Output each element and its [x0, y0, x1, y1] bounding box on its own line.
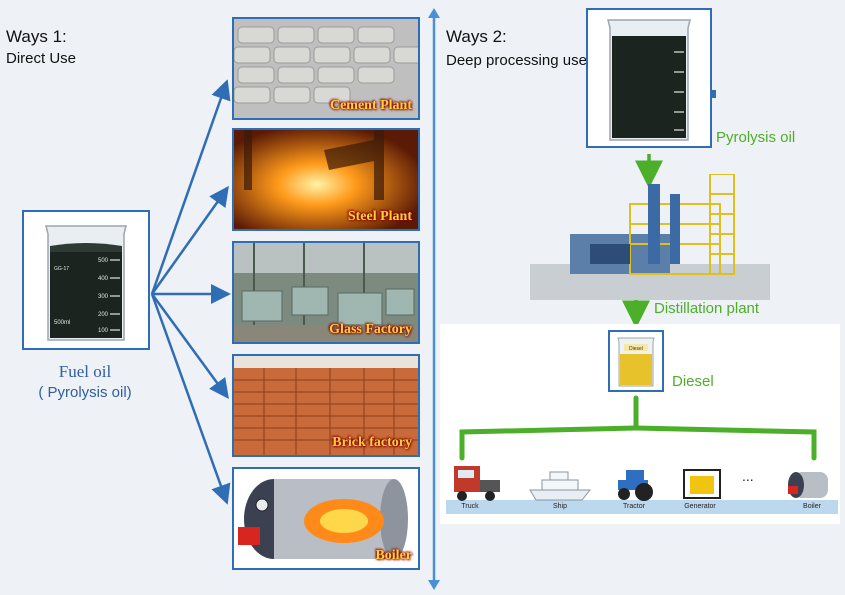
pyrolysis-marker [712, 90, 716, 98]
ways2-title: Ways 2: [446, 27, 507, 46]
brick-factory-label: Brick factory [332, 435, 412, 450]
truck-icon [454, 466, 500, 501]
steel-plant-box: Steel Plant [232, 128, 420, 231]
distillation-plant-label: Distillation plant [654, 300, 760, 317]
diesel-tag: Diesel [629, 346, 643, 352]
molten-steel-icon [234, 130, 418, 229]
fuel-oil-label: Fuel oil [58, 362, 112, 381]
cement-plant-label: Cement Plant [329, 98, 412, 113]
pyrolysis-beaker-box [586, 8, 712, 148]
arrow-to-steel [150, 185, 229, 295]
tick-100: 100 [98, 328, 109, 334]
boiler-small-icon [788, 472, 828, 498]
ways1-title: Ways 1: [6, 27, 67, 46]
brick-stack-icon [234, 356, 418, 455]
fuel-oil-sublabel: ( Pyrolysis oil) [38, 384, 132, 401]
arrow-to-brick [150, 293, 229, 400]
industrial-boiler-icon [234, 469, 418, 568]
ways2-subtitle: Deep processing use [446, 52, 587, 69]
generator-icon [683, 469, 721, 499]
tick-200: 200 [98, 312, 109, 318]
tick-300: 300 [98, 294, 109, 300]
tractor-icon [618, 470, 653, 501]
beaker-code: GG-17 [54, 266, 69, 272]
cement-plant-box: Cement Plant [232, 17, 420, 120]
glass-factory-box: Glass Factory [232, 241, 420, 344]
diesel-beaker-icon: Diesel [610, 332, 662, 390]
tick-400: 400 [98, 276, 109, 282]
diesel-beaker-box: Diesel [608, 330, 664, 392]
vehicle-strip [446, 500, 838, 514]
glass-factory-icon [234, 243, 418, 342]
tick-500: 500 [98, 258, 109, 264]
vehicle-label-tractor: Tractor [623, 503, 645, 510]
beaker-volume: 500ml [54, 320, 70, 326]
brick-factory-box: Brick factory [232, 354, 420, 457]
beaker-icon: 500 400 300 200 100 GG-17 500ml [24, 212, 148, 348]
divider-arrow-top [428, 8, 440, 18]
divider-arrow-bottom [428, 580, 440, 590]
cement-bags-icon [234, 19, 418, 118]
arrow-to-boiler [150, 293, 231, 505]
glass-factory-label: Glass Factory [329, 322, 412, 337]
vehicle-label-boiler: Boiler [803, 503, 821, 510]
pyrolysis-oil-label: Pyrolysis oil [716, 129, 796, 146]
diesel-label: Diesel [672, 373, 714, 390]
steel-plant-label: Steel Plant [347, 209, 412, 224]
vehicle-label-generator: Generator [684, 503, 716, 510]
boiler-box: Boiler [232, 467, 420, 570]
vehicle-label-ship: Ship [552, 503, 567, 510]
pyrolysis-beaker-icon [588, 10, 710, 146]
boiler-label: Boiler [375, 548, 412, 563]
distillation-plant-icon [530, 174, 770, 300]
vehicle-label-truck: Truck [461, 503, 479, 510]
arrow-to-cement [150, 79, 231, 295]
more-ellipsis: ... [742, 468, 754, 484]
ways1-subtitle: Direct Use [6, 50, 77, 67]
ship-icon [529, 471, 592, 501]
fuel-oil-beaker-box: 500 400 300 200 100 GG-17 500ml [22, 210, 150, 350]
